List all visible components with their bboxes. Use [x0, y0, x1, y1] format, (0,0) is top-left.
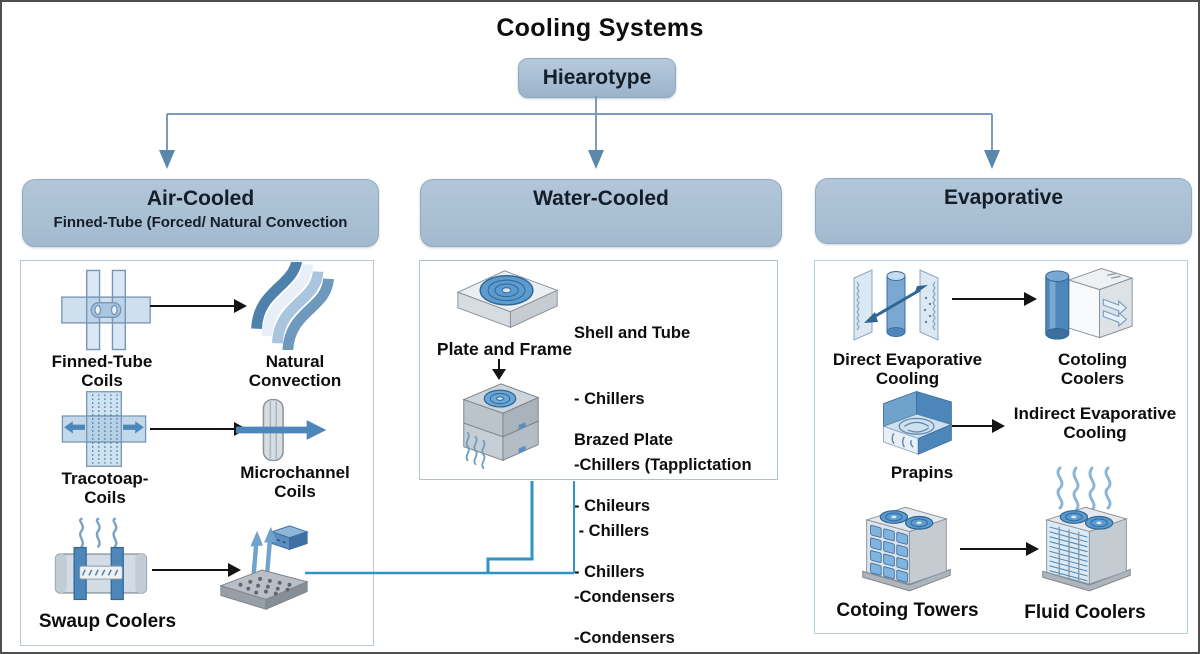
- shell-item: -Chillers (Tapplictation: [574, 456, 752, 474]
- prapins-label: Prapins: [890, 463, 954, 482]
- brazed-plate-icon: [452, 378, 550, 476]
- plate-and-frame-label: Plate and Frame: [436, 339, 573, 359]
- arrow-towers-to-fluid: [960, 542, 1039, 556]
- plate-and-frame-icon: [452, 262, 564, 342]
- shell-item: - Chillers: [574, 390, 645, 408]
- branch-header-air-cooled: Air-Cooled Finned-Tube (Forced/ Natural …: [22, 179, 379, 247]
- branch-header-water-cooled: Water-Cooled: [420, 179, 782, 247]
- brazed-item: - Chillers: [574, 563, 645, 581]
- shell-and-tube-heading: Shell and Tube: [574, 324, 691, 342]
- brazed-plate-heading: Brazed Plate: [574, 431, 674, 449]
- shell-item: - Chillers: [574, 522, 650, 540]
- natural-convection-icon: [245, 262, 343, 350]
- swamp-coolers-label: Swaup Coolers: [38, 611, 177, 632]
- natural-convection-label: Natural Convection: [248, 352, 342, 391]
- fluid-coolers-label: Fluid Coolers: [1024, 602, 1146, 623]
- branch-header-evaporative: Evaporative: [815, 178, 1192, 244]
- swamp-cooler-icon: [50, 515, 152, 607]
- arrow-plate-to-brazed: [492, 359, 506, 380]
- direct-evaporative-label: Direct Evaporative Cooling: [832, 350, 983, 389]
- shell-item: -Condensers: [574, 588, 675, 606]
- cotoling-coolers-label: Cotoling Coolers: [1058, 350, 1127, 389]
- tracotoap-coils-icon: [60, 390, 148, 468]
- microchannel-coils-icon: [234, 395, 342, 465]
- evaporative-title: Evaporative: [943, 186, 1064, 209]
- direct-evaporative-icon: [845, 262, 947, 350]
- prapins-fan-icon: [864, 388, 970, 462]
- cotoing-towers-label: Cotoing Towers: [836, 600, 979, 621]
- air-cooled-subtitle: Finned-Tube (Forced/ Natural Convection: [53, 214, 348, 231]
- finned-tube-coils-icon: [60, 268, 152, 352]
- indirect-evaporative-label: Indirect Evaporative Cooling: [1013, 404, 1177, 443]
- brazed-item: -Condensers: [574, 629, 675, 647]
- arrow-swamp-to-tray: [152, 563, 241, 577]
- arrow-finned-to-natural: [150, 299, 247, 313]
- tracotoap-coils-label: Tracotoap- Coils: [61, 469, 149, 508]
- shell-and-tube-text: Shell and Tube - Chillers -Chillers (Tap…: [574, 278, 778, 652]
- arrow-tracotoap-to-microchannel: [150, 422, 247, 436]
- air-cooled-title: Air-Cooled: [146, 187, 255, 210]
- root-node-label: Hiearotype: [542, 66, 652, 89]
- cooling-tower-icon: [855, 500, 957, 602]
- brazed-item: - Chileurs: [574, 497, 651, 515]
- water-cooled-title: Water-Cooled: [533, 187, 669, 210]
- heat-tray-icon: [215, 522, 313, 622]
- page-title: Cooling Systems: [496, 14, 704, 42]
- arrow-direct-to-cotoling: [952, 292, 1037, 306]
- steam-icon: [1052, 452, 1122, 510]
- fluid-cooler-icon: [1035, 500, 1137, 602]
- microchannel-coils-label: Microchannel Coils: [240, 463, 350, 502]
- finned-tube-coils-label: Finned-Tube Coils: [51, 352, 153, 391]
- cotoling-coolers-icon: [1040, 262, 1136, 348]
- brazed-plate-text: Brazed Plate - Chileurs - Chillers -Cond…: [574, 385, 778, 652]
- arrow-prapins-to-indirect: [952, 419, 1005, 433]
- root-node: Hiearotype: [518, 58, 676, 98]
